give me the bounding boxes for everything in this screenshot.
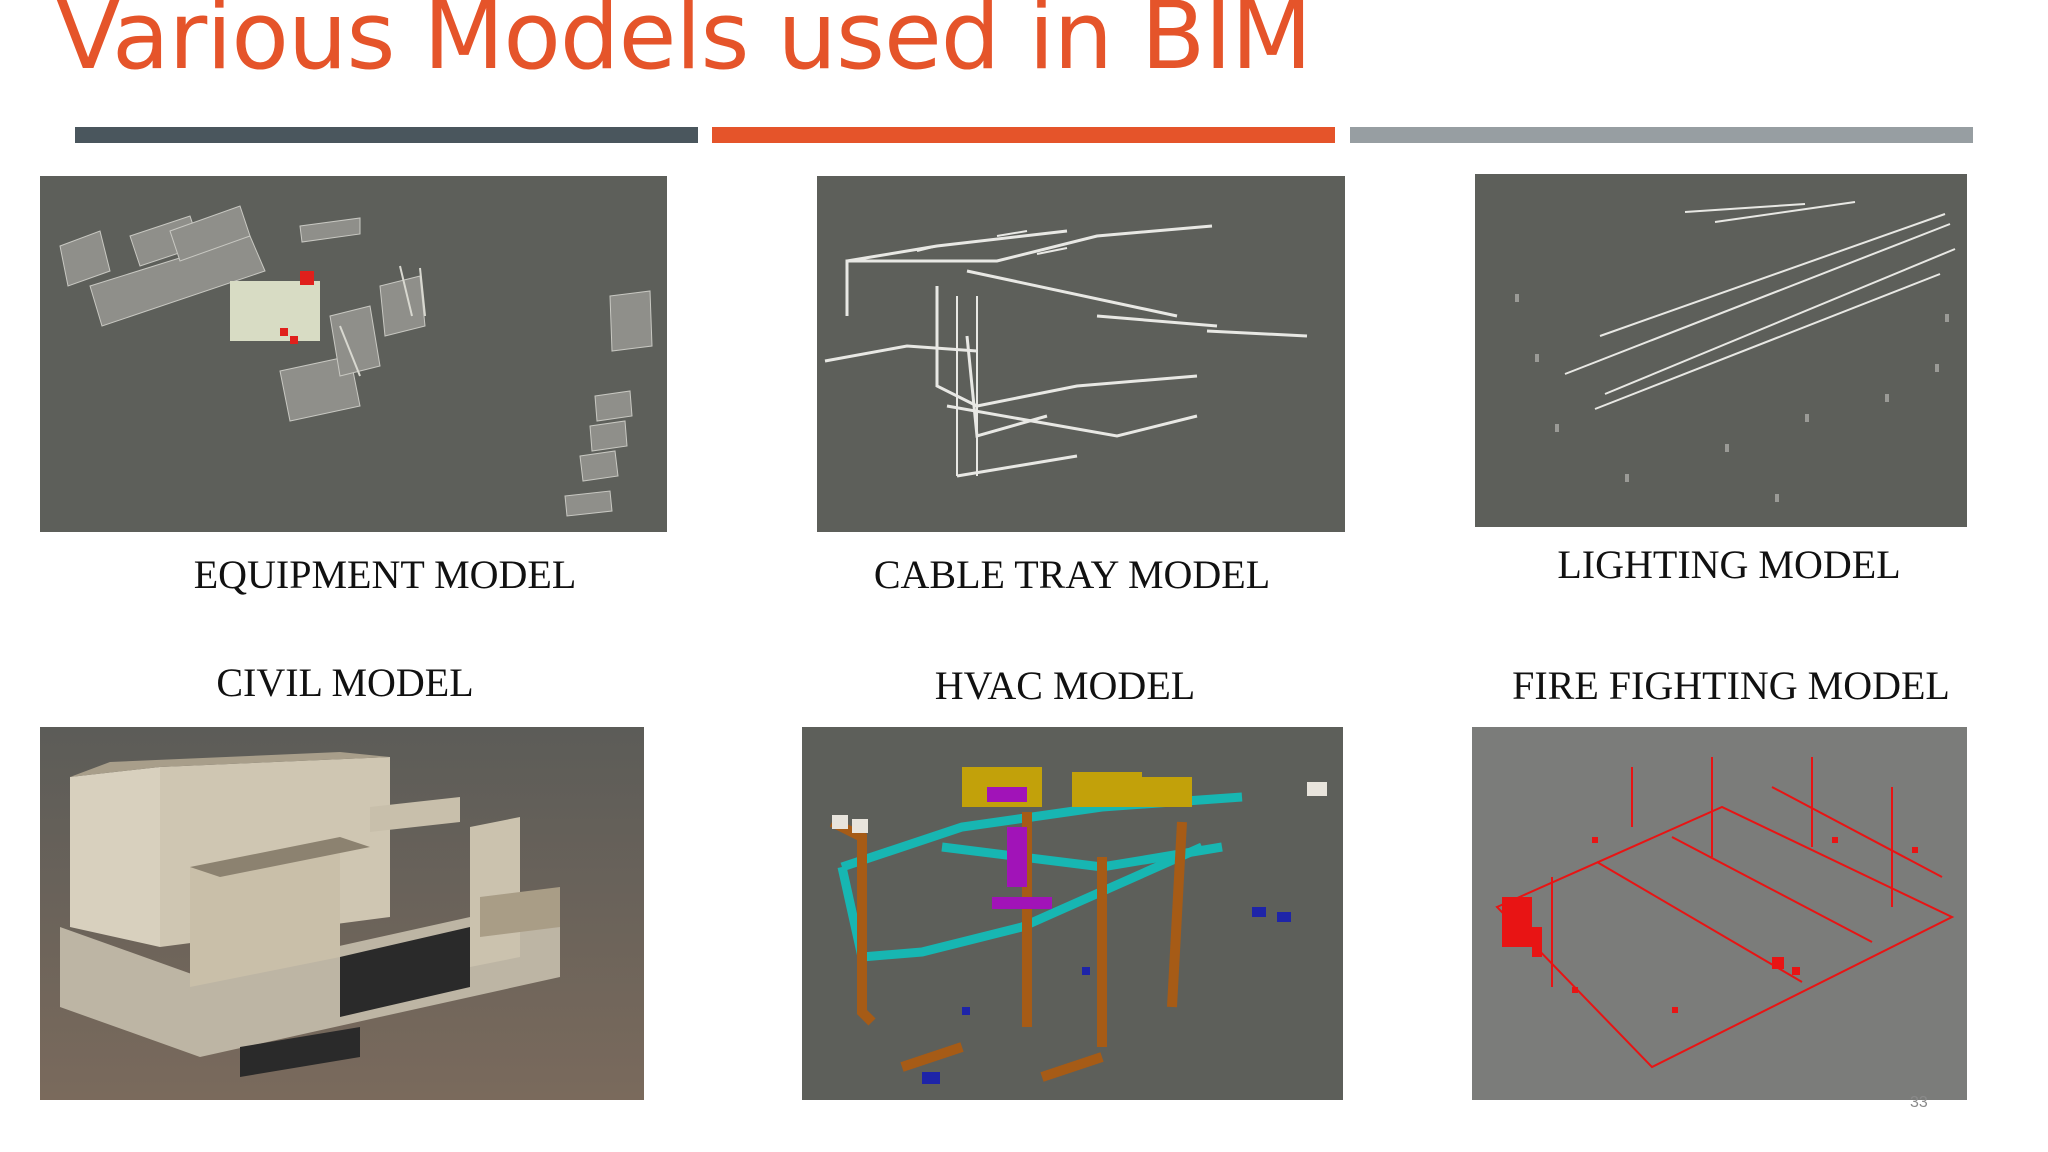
- cable-tray-model-caption: CABLE TRAY MODEL: [873, 552, 1271, 597]
- lighting-model-caption: LIGHTING MODEL: [1557, 542, 1901, 587]
- slide-title: Various Models used in BIM: [56, 0, 1312, 91]
- civil-model-caption: CIVIL MODEL: [216, 660, 474, 705]
- hvac-model-caption: HVAC MODEL: [934, 663, 1196, 708]
- lighting-model-image: [1475, 174, 1967, 527]
- equipment-model-image: [40, 176, 667, 532]
- fire-fighting-model-caption: FIRE FIGHTING MODEL: [1512, 663, 1950, 708]
- divider-bar-dark: [75, 127, 698, 143]
- civil-model-image: [40, 727, 644, 1100]
- hvac-model-image: [802, 727, 1343, 1100]
- fire-fighting-model-image: [1472, 727, 1967, 1100]
- divider-bar-accent: [712, 127, 1335, 143]
- divider-bar-light: [1350, 127, 1973, 143]
- equipment-model-caption: EQUIPMENT MODEL: [193, 552, 577, 597]
- page-number: 33: [1910, 1094, 1928, 1111]
- cable-tray-model-image: [817, 176, 1345, 532]
